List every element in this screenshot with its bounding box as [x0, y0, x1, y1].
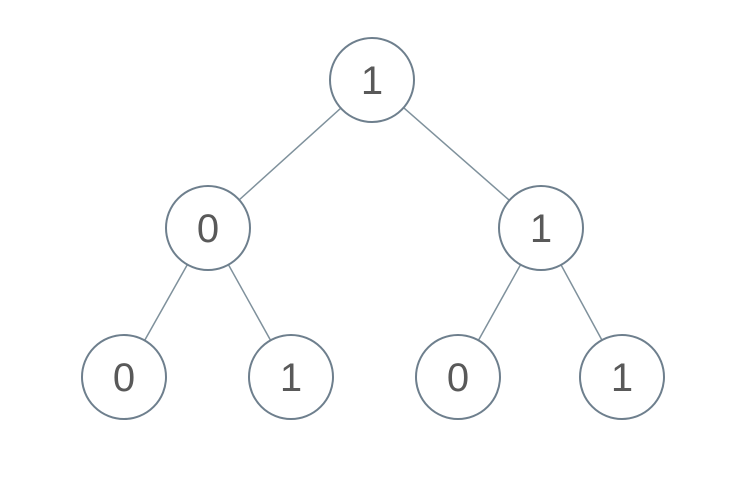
tree-node-label-root: 1	[361, 59, 383, 103]
tree-node-circle-right	[498, 185, 584, 271]
tree-node-circle-right-right	[579, 334, 665, 420]
tree-node-label-right-right: 1	[611, 356, 633, 400]
tree-node-circle-root	[329, 37, 415, 123]
tree-node-root: 1	[329, 37, 415, 123]
tree-node-circle-left-left	[81, 334, 167, 420]
tree-node-circle-left	[165, 185, 251, 271]
tree-node-label-right-left: 0	[447, 356, 469, 400]
tree-node-left: 0	[165, 185, 251, 271]
tree-node-label-right: 1	[530, 207, 552, 251]
tree-node-right-left: 0	[415, 334, 501, 420]
tree-node-right: 1	[498, 185, 584, 271]
tree-node-left-left: 0	[81, 334, 167, 420]
tree-node-left-right: 1	[248, 334, 334, 420]
tree-node-right-right: 1	[579, 334, 665, 420]
tree-node-circle-left-right	[248, 334, 334, 420]
tree-node-label-left-left: 0	[113, 356, 135, 400]
tree-node-circle-right-left	[415, 334, 501, 420]
tree-node-label-left-right: 1	[280, 356, 302, 400]
tree-node-label-left: 0	[197, 207, 219, 251]
